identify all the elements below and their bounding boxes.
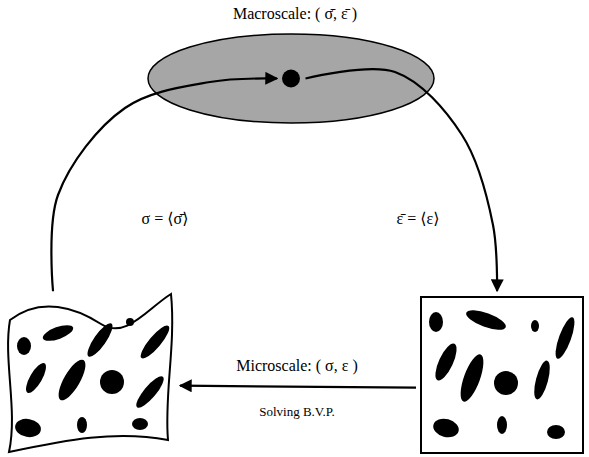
inclusion bbox=[54, 356, 91, 404]
inclusion bbox=[552, 315, 578, 360]
scale-heading: Macroscale: ( σ̄, ε̄ ) bbox=[146, 2, 444, 25]
inclusions-reference bbox=[429, 306, 578, 440]
inclusion bbox=[14, 417, 43, 439]
inclusion bbox=[84, 320, 117, 360]
inclusion bbox=[547, 425, 565, 439]
inclusion bbox=[531, 359, 553, 401]
scale-label: Microscale: ( σ, ε ) bbox=[236, 357, 358, 375]
inclusion bbox=[429, 312, 443, 332]
deformed-outline bbox=[6, 290, 174, 455]
inclusion bbox=[132, 418, 148, 430]
inclusion bbox=[497, 416, 507, 434]
inclusion bbox=[494, 371, 518, 395]
inclusion bbox=[100, 370, 124, 394]
inclusion bbox=[464, 306, 508, 334]
scale-transition-arrow bbox=[51, 78, 277, 291]
deformed-rve bbox=[6, 290, 174, 455]
inclusion bbox=[133, 373, 168, 411]
scale-transition-arrow bbox=[306, 69, 498, 291]
inclusion bbox=[456, 352, 488, 404]
inclusion bbox=[17, 337, 31, 355]
material-point bbox=[282, 70, 300, 88]
transfer-label: Solving B.V.P. bbox=[259, 404, 335, 420]
transfer-label: ε̄ = ⟨ε⟩ bbox=[397, 209, 440, 228]
inclusion bbox=[22, 360, 49, 395]
scale-transition-arrow bbox=[180, 386, 416, 388]
transfer-label: σ = ⟨σ̄⟩ bbox=[142, 209, 189, 228]
deformed-boundary bbox=[8, 294, 172, 452]
ellipse-outline bbox=[146, 30, 436, 127]
reference-rve bbox=[420, 296, 584, 454]
macroscale-ellipse: Macroscale: ( σ̄, ε̄ ) bbox=[146, 2, 444, 127]
inclusions-deformed bbox=[14, 318, 173, 439]
inclusion bbox=[431, 341, 461, 383]
inclusion bbox=[531, 320, 539, 332]
inclusion bbox=[137, 322, 173, 362]
macroscale-body bbox=[148, 34, 434, 123]
inclusion bbox=[431, 416, 461, 440]
inclusion bbox=[41, 322, 75, 344]
inclusion bbox=[77, 417, 87, 433]
